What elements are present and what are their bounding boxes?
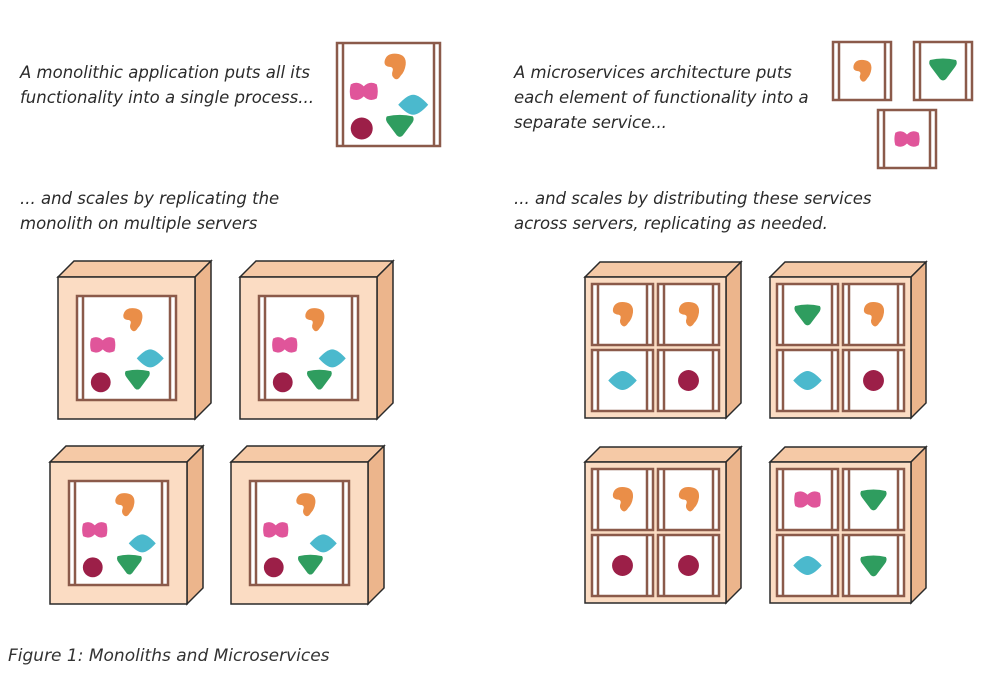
server-side: [367, 444, 385, 606]
orange-blob: [123, 308, 143, 332]
pink-blob: [82, 522, 108, 538]
maroon-circle: [612, 555, 633, 576]
text-line: ... and scales by distributing these ser…: [514, 189, 872, 208]
teal-diamond: [398, 94, 429, 115]
green-triangle: [860, 555, 887, 577]
text-line: monolith on multiple servers: [20, 214, 258, 233]
microservices-scale-text: ... and scales by distributing these ser…: [514, 186, 872, 236]
maroon-circle: [350, 117, 373, 140]
pink-blob: [894, 131, 920, 147]
service-box: [831, 40, 893, 102]
orange-blob: [863, 302, 885, 327]
pink-blob: [263, 522, 289, 538]
text-line: each element of functionality into a: [514, 88, 809, 107]
text-line: ... and scales by replicating the: [20, 189, 280, 208]
maroon-circle: [678, 555, 699, 576]
maroon-circle: [263, 557, 284, 578]
maroon-circle: [272, 372, 293, 393]
server-side: [910, 260, 927, 420]
green-triangle: [116, 554, 142, 575]
text-line: A microservices architecture puts: [514, 63, 792, 82]
teal-diamond: [318, 349, 346, 368]
orange-blob: [305, 308, 325, 332]
pink-blob: [90, 337, 116, 353]
orange-blob: [612, 487, 634, 512]
teal-diamond: [608, 371, 637, 390]
orange-blob: [612, 302, 634, 327]
green-triangle: [794, 304, 821, 326]
server-side: [910, 445, 927, 605]
orange-blob: [115, 493, 135, 517]
server-top: [238, 260, 395, 278]
green-triangle: [929, 58, 957, 81]
teal-diamond: [309, 534, 337, 553]
orange-blob: [678, 302, 700, 327]
green-triangle: [860, 489, 887, 511]
server-top: [583, 446, 743, 463]
server-top: [583, 261, 743, 278]
teal-diamond: [793, 371, 822, 390]
green-triangle: [124, 369, 150, 390]
server-top: [48, 445, 205, 463]
green-triangle: [386, 114, 414, 137]
maroon-circle: [863, 370, 884, 391]
text-line: separate service...: [514, 113, 667, 132]
server-side: [186, 444, 204, 606]
orange-blob: [853, 59, 872, 82]
orange-blob: [296, 493, 316, 517]
maroon-circle: [678, 370, 699, 391]
text-line: across servers, replicating as needed.: [514, 214, 828, 233]
server-top: [768, 261, 928, 278]
pink-blob: [794, 491, 821, 508]
monolith-intro-text: A monolithic application puts all its fu…: [20, 60, 314, 110]
monolith-scale-text: ... and scales by replicating the monoli…: [20, 186, 279, 236]
green-triangle: [306, 369, 332, 390]
teal-diamond: [793, 556, 822, 575]
orange-blob: [384, 53, 406, 80]
orange-blob: [678, 487, 700, 512]
server-top: [768, 446, 928, 463]
microservices-intro-text: A microservices architecture puts each e…: [514, 60, 809, 135]
teal-diamond: [128, 534, 156, 553]
server-side: [725, 260, 742, 420]
green-triangle: [297, 554, 323, 575]
server-side: [725, 445, 742, 605]
service-box: [590, 467, 655, 532]
figure-caption: Figure 1: Monoliths and Microservices: [8, 646, 330, 666]
server-side: [376, 259, 394, 421]
pink-blob: [349, 82, 378, 101]
server-top: [229, 445, 386, 463]
pink-blob: [272, 337, 298, 353]
text-line: functionality into a single process...: [20, 88, 314, 107]
text-line: A monolithic application puts all its: [20, 63, 310, 82]
server-top: [56, 260, 213, 278]
maroon-circle: [82, 557, 103, 578]
server-side: [194, 259, 212, 421]
maroon-circle: [90, 372, 111, 393]
teal-diamond: [136, 349, 164, 368]
